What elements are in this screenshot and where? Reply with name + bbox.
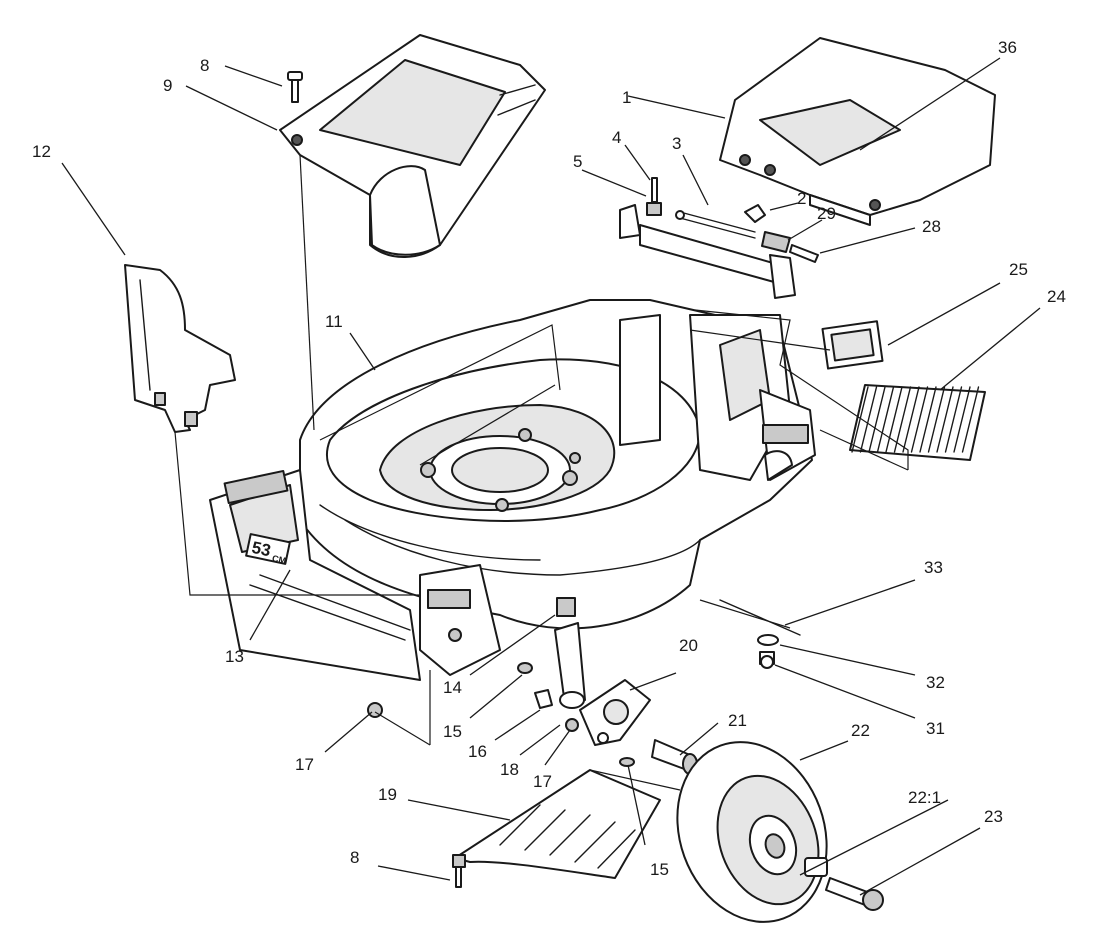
- callout-23: 23: [984, 807, 1003, 826]
- filter-rib: [944, 386, 963, 453]
- filter-rib: [927, 386, 946, 453]
- filter-rib: [910, 386, 929, 453]
- hardware-small-parts: [367, 662, 635, 767]
- filter-rib: [893, 386, 912, 453]
- callout-8-top: 8: [200, 56, 209, 75]
- deck-housing: [209, 299, 816, 681]
- callout-8-bottom: 8: [350, 848, 359, 867]
- callout-33: 33: [924, 558, 943, 577]
- rear-wheel: [676, 741, 828, 923]
- callout-12: 12: [32, 142, 51, 161]
- callout-31: 31: [926, 719, 945, 738]
- callout-2: 2: [797, 189, 806, 208]
- callout-22-1: 22:1: [908, 788, 941, 807]
- callout-13: 13: [225, 647, 244, 666]
- callout-20: 20: [679, 636, 698, 655]
- callout-14: 14: [443, 678, 462, 697]
- callout-17-left: 17: [295, 755, 314, 774]
- screw-top: [287, 71, 303, 103]
- wheel-bolt-23: [825, 877, 884, 911]
- callout-29: 29: [817, 204, 836, 223]
- callout-15-left: 15: [443, 722, 462, 741]
- filter-rib: [902, 386, 920, 453]
- filter-rib: [936, 386, 954, 453]
- deck-size-unit: CM: [271, 553, 287, 566]
- callout-3: 3: [672, 134, 681, 153]
- filter-rib: [961, 386, 980, 453]
- leader-lines: [61, 57, 1041, 896]
- filter-rib: [885, 386, 903, 453]
- filter-rib: [859, 386, 878, 453]
- callout-19: 19: [378, 785, 397, 804]
- callout-22: 22: [851, 721, 870, 740]
- callout-36: 36: [998, 38, 1017, 57]
- top-cover: [279, 34, 546, 258]
- filter-rib: [851, 386, 869, 453]
- assembly-guide-lines: [174, 154, 909, 791]
- deflector-skirt: [452, 769, 661, 888]
- filter-rib: [868, 386, 886, 453]
- callout-32: 32: [926, 673, 945, 692]
- deck-size-number: 53: [250, 538, 272, 561]
- callout-15-bottom: 15: [650, 860, 669, 879]
- height-spring-33: [719, 599, 801, 669]
- outlet-grille: [821, 320, 884, 370]
- callout-11: 11: [325, 312, 343, 331]
- callout-24: 24: [1047, 287, 1066, 306]
- filter-rib: [953, 386, 971, 453]
- rear-flap: [124, 264, 236, 433]
- callout-9: 9: [163, 76, 172, 95]
- callout-28: 28: [922, 217, 941, 236]
- bag-frame-cover: [719, 37, 996, 226]
- front-axle-bracket: [554, 597, 651, 746]
- callout-1: 1: [622, 88, 631, 107]
- outlet-filter: [849, 384, 986, 461]
- filter-rib: [876, 386, 895, 453]
- callout-labels: 8 9 12 11 13 14 15 16 17 18 17 19 8 20 2…: [32, 38, 1066, 879]
- callout-5: 5: [573, 152, 582, 171]
- filter-rib: [919, 386, 937, 453]
- callout-25: 25: [1009, 260, 1028, 279]
- deck-size-decal: 53 CM: [245, 533, 291, 566]
- callout-21: 21: [728, 711, 747, 730]
- callout-16: 16: [468, 742, 487, 761]
- callout-4: 4: [612, 128, 621, 147]
- rear-rod-assembly: [619, 177, 819, 299]
- callout-18: 18: [500, 760, 519, 779]
- callout-17-center: 17: [533, 772, 552, 791]
